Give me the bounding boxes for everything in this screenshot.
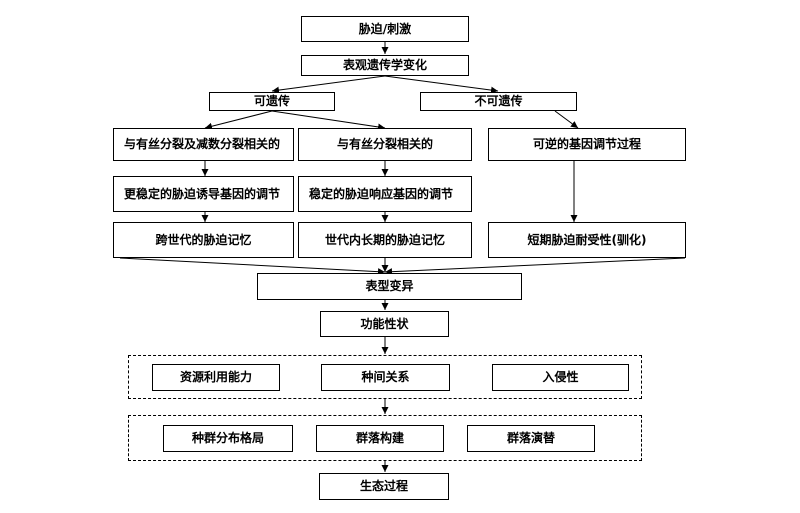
transgenerational-memory-node: 跨世代的胁迫记忆 [113,222,294,258]
mitosis-meiosis-node: 与有丝分裂及减数分裂相关的 [113,128,294,161]
invasiveness-node: 入侵性 [492,364,629,391]
population-distribution-node: 种群分布格局 [163,425,293,452]
arrow-transgenerational-phenotype [119,257,386,276]
arrow-shortterm-phenotype [384,257,686,276]
stress-node: 胁迫/刺激 [301,16,469,42]
arrow-epigenetic-nonheritable [384,75,499,94]
arrow-nonheritable-reversible [554,110,579,129]
resource-use-node: 资源利用能力 [152,364,280,391]
community-succession-node: 群落演替 [467,425,595,452]
intragenerational-memory-node: 世代内长期的胁迫记忆 [298,222,472,258]
interspecific-relation-node: 种间关系 [321,364,450,391]
reversible-regulation-node: 可逆的基因调节过程 [488,128,686,161]
heritable-node: 可遗传 [209,92,335,111]
community-assembly-node: 群落构建 [316,425,444,452]
epigenetic-change-node: 表观遗传学变化 [301,55,469,76]
non-heritable-node: 不可遗传 [420,92,577,111]
arrow-heritable-mitosis-meiosis [204,110,273,130]
functional-traits-node: 功能性状 [320,311,449,337]
arrow-heritable-mitosis [271,110,386,131]
ecological-process-node: 生态过程 [319,473,449,500]
arrow-epigenetic-heritable [271,75,386,94]
trait-effects-group [128,355,642,399]
phenotype-variation-node: 表型变异 [257,273,522,300]
stable-induced-regulation-node: 更稳定的胁迫诱导基因的调节 [113,176,294,212]
community-effects-group [128,415,642,461]
short-term-tolerance-node: 短期胁迫耐受性(驯化) [488,222,686,258]
stable-response-regulation-node: 稳定的胁迫响应基因的调节 [298,176,472,212]
mitosis-node: 与有丝分裂相关的 [298,128,472,161]
